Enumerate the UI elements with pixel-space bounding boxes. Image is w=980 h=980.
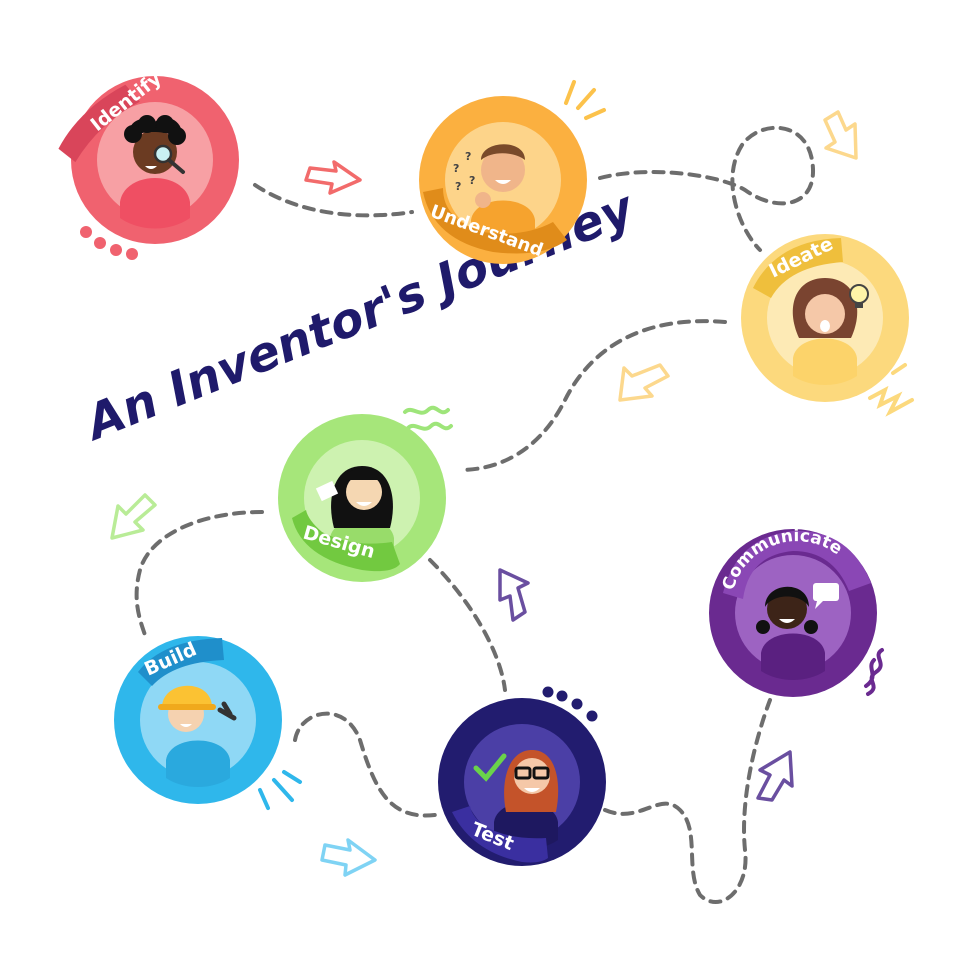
arrow-up-left-icon xyxy=(498,568,530,622)
svg-text:?: ? xyxy=(469,174,475,187)
decorations xyxy=(110,110,858,877)
stage-label-band xyxy=(723,530,871,599)
stage-label-band xyxy=(58,84,140,163)
arrow-down-left-icon xyxy=(618,363,670,402)
person-builder-icon xyxy=(158,685,237,787)
stage-test: Test xyxy=(438,698,606,866)
arrow-up-icon xyxy=(756,750,794,802)
stage-build: Build xyxy=(114,636,282,804)
person-speaking-icon xyxy=(756,583,839,680)
stage-identify: Identify xyxy=(58,67,239,244)
checkmark-icon xyxy=(473,753,507,782)
dots-navy xyxy=(542,686,598,722)
stage-design: Design xyxy=(278,414,446,582)
dots-red xyxy=(80,226,138,260)
stage-label-band xyxy=(292,510,400,572)
svg-text:?: ? xyxy=(455,180,461,193)
sparkle-marks xyxy=(258,80,914,810)
speech-bubble-icon xyxy=(813,583,839,601)
person-identify-icon xyxy=(120,115,190,229)
arrow-down-right-icon xyxy=(823,110,858,160)
svg-text:?: ? xyxy=(465,150,471,163)
svg-text:?: ? xyxy=(453,162,459,175)
arrow-right-icon xyxy=(304,160,362,195)
stage-understand: ? ? ? ? Understand xyxy=(419,96,587,264)
stage-label-band xyxy=(452,806,548,863)
stage-ideate: Ideate xyxy=(741,233,909,402)
journey-path xyxy=(134,125,816,904)
stage-label-band xyxy=(753,238,843,298)
stage-label-band xyxy=(138,638,224,686)
stage-communicate: Communicate xyxy=(709,526,877,697)
arrow-down-left-icon xyxy=(110,493,157,540)
arrow-right-icon xyxy=(320,838,377,877)
person-lightbulb-icon xyxy=(792,278,869,385)
stage-label-band xyxy=(423,188,567,254)
